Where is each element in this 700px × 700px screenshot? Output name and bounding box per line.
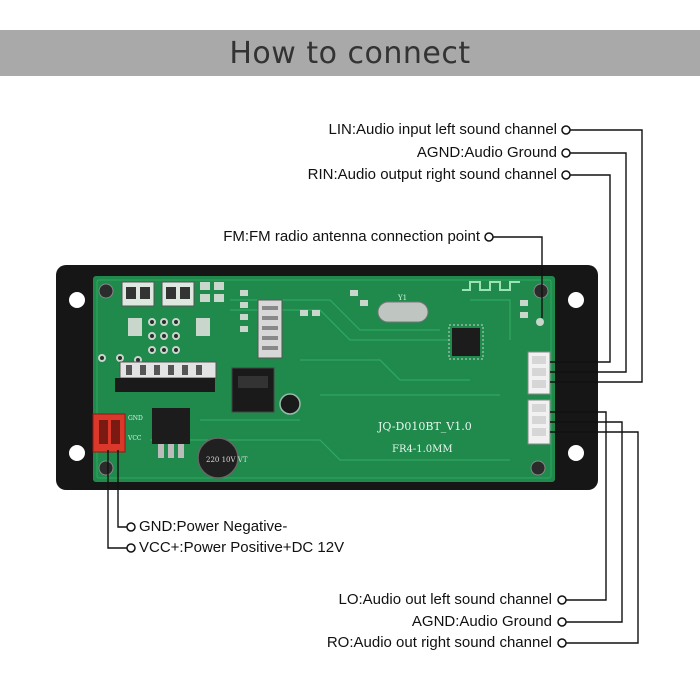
label-gnd: GND:Power Negative-: [139, 518, 288, 535]
svg-text:Y1: Y1: [397, 294, 407, 302]
mounting-hole-bottom-right: [568, 445, 584, 461]
label-ro: RO:Audio out right sound channel: [326, 634, 552, 651]
power-connector: [92, 413, 126, 453]
label-fm: FM:FM radio antenna connection point: [223, 228, 480, 245]
capacitor-label: 220 10V VT: [206, 456, 248, 464]
connection-wires: [107, 129, 643, 644]
header-banner: How to connect: [0, 30, 700, 76]
label-agnd-top: AGND:Audio Ground: [416, 144, 557, 161]
pcb-screw-bottom-right: [530, 460, 546, 476]
bluetooth-chip: [452, 328, 480, 356]
fm-pad: [536, 318, 544, 326]
board-substrate-label: FR4-1.0MM: [392, 444, 453, 455]
pcb-screw-top-left: [98, 283, 114, 299]
label-rin: RIN:Audio output right sound channel: [307, 166, 557, 183]
label-lin: LIN:Audio input left sound channel: [328, 121, 558, 138]
label-agnd-bottom: AGND:Audio Ground: [411, 613, 552, 630]
label-vcc: VCC+:Power Positive+DC 12V: [139, 539, 345, 556]
crystal-oscillator: [377, 301, 429, 323]
pin-holes: [98, 318, 180, 364]
pcb-screw-bottom-left: [98, 460, 114, 476]
board-model-label: JQ-D010BT_V1.0: [377, 420, 472, 433]
wire-terminals: [126, 125, 571, 648]
svg-text:GND: GND: [128, 415, 143, 422]
sd-card-slot: [115, 378, 215, 392]
bluetooth-antenna-trace: [462, 281, 520, 291]
electrolytic-capacitor: [197, 437, 239, 479]
mounting-hole-top-right: [568, 292, 584, 308]
pcb-screw-top-right: [533, 283, 549, 299]
mounting-hole-top-left: [69, 292, 85, 308]
page-title: How to connect: [229, 35, 471, 71]
svg-text:VCC: VCC: [127, 435, 142, 442]
voltage-regulator: [152, 408, 190, 444]
usb-socket: [231, 367, 275, 413]
mounting-hole-bottom-left: [69, 445, 85, 461]
tact-button: [279, 393, 301, 415]
label-lo: LO:Audio out left sound channel: [338, 591, 553, 608]
smd-pads: [128, 282, 528, 336]
